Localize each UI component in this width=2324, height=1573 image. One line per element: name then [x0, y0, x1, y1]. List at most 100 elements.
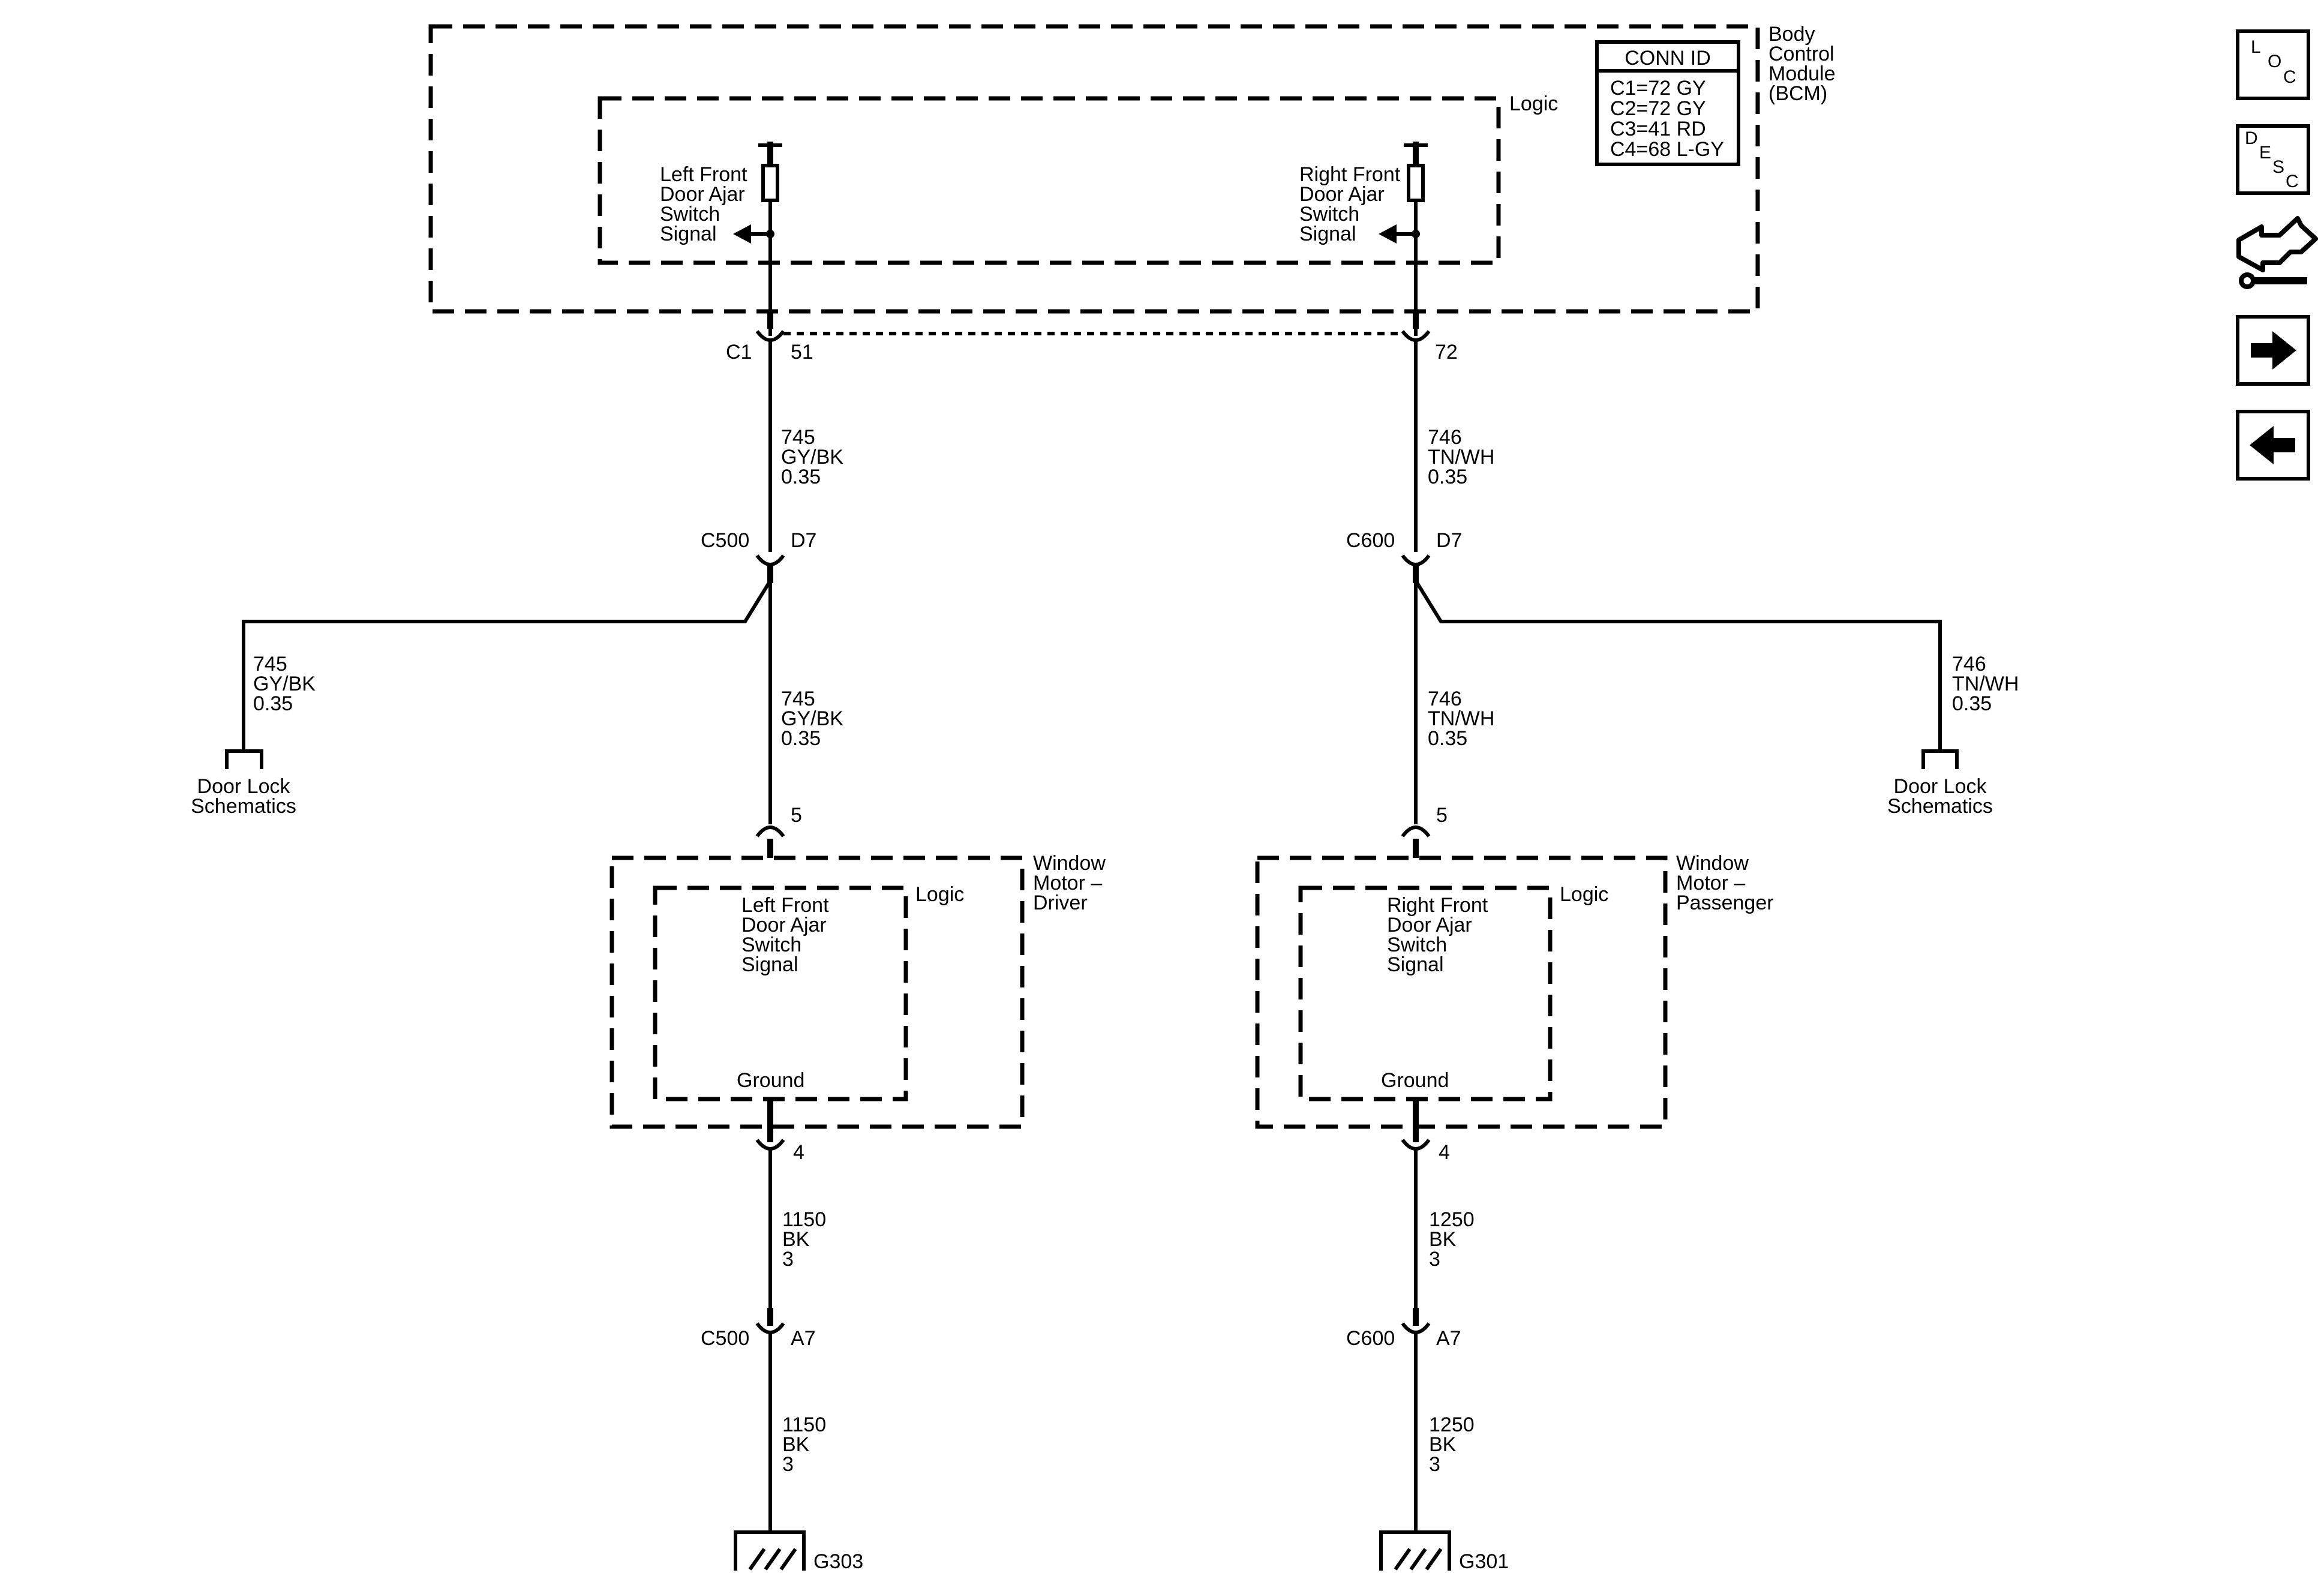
svg-text:Right Front: Right Front — [1299, 163, 1401, 186]
pin-label: 5 — [1436, 804, 1448, 827]
connector-label: C500 — [701, 529, 749, 552]
loc-button[interactable]: L O C — [2236, 29, 2310, 100]
desc-button[interactable]: D E S C — [2236, 124, 2310, 195]
ground-label: Ground — [737, 1069, 804, 1092]
svg-text:Left Front: Left Front — [660, 163, 747, 186]
svg-text:Body: Body — [1768, 23, 1815, 46]
wire-label: 0.35 — [1428, 727, 1467, 750]
ground-icon — [734, 1530, 806, 1571]
svg-text:Switch: Switch — [660, 203, 720, 226]
wire-label: TN/WH — [1952, 673, 2019, 695]
svg-text:D: D — [2245, 128, 2258, 148]
ground-label: Ground — [1381, 1069, 1449, 1092]
conn-id-table: CONN ID C1=72 GY C2=72 GY C3=41 RD C4=68… — [1595, 40, 1740, 166]
conn-id-entry: C2=72 GY — [1610, 97, 1706, 120]
wire-label: GY/BK — [781, 707, 843, 730]
svg-text:Signal: Signal — [1387, 953, 1444, 976]
bcm-right-circuit: Right Front Door Ajar Switch Signal — [1299, 142, 1428, 336]
conn-id-title: CONN ID — [1625, 47, 1711, 70]
svg-text:Signal: Signal — [660, 223, 717, 245]
svg-text:Door Ajar: Door Ajar — [1299, 183, 1385, 206]
pin-label: A7 — [791, 1327, 816, 1350]
svg-text:Switch: Switch — [1387, 933, 1447, 956]
svg-text:Switch: Switch — [1299, 203, 1359, 226]
wire-label: 0.35 — [1428, 466, 1467, 488]
ground-id: G303 — [813, 1550, 863, 1573]
svg-text:Passenger: Passenger — [1676, 891, 1774, 914]
wire-label: 3 — [782, 1248, 794, 1271]
wire-label: 3 — [1429, 1248, 1440, 1271]
connector-label: C1 — [726, 341, 752, 364]
svg-text:Motor –: Motor – — [1676, 872, 1745, 894]
previous-button[interactable] — [2236, 410, 2310, 481]
svg-text:Module: Module — [1768, 62, 1836, 85]
pin-label: 51 — [791, 341, 813, 364]
connector-label: C600 — [1346, 1327, 1395, 1350]
wire-label: 745 — [253, 653, 287, 676]
next-button[interactable] — [2236, 315, 2310, 386]
connector-label: C600 — [1346, 529, 1395, 552]
left-circuit-path: 745 GY/BK 0.35 C500 D7 745 GY/BK 0.35 Do… — [191, 338, 843, 858]
svg-text:Switch: Switch — [741, 933, 801, 956]
bcm-module-boundary — [428, 24, 1760, 314]
svg-text:Left Front: Left Front — [741, 894, 829, 917]
window-motor-driver: Window Motor – Driver Logic Left Front D… — [609, 852, 1106, 1142]
ground-id: G301 — [1459, 1550, 1509, 1573]
bcm-logic-boundary — [597, 96, 1501, 265]
pin-label: 72 — [1435, 341, 1458, 364]
motor-logic-label: Logic — [915, 883, 964, 906]
signal-arrow-icon — [733, 224, 751, 244]
troubleshoot-button[interactable] — [2236, 216, 2318, 289]
wire-label: 0.35 — [781, 466, 821, 488]
wire-label: 3 — [1429, 1453, 1440, 1476]
right-circuit-path: 746 TN/WH 0.35 C600 D7 746 TN/WH 0.35 Do… — [1346, 338, 2019, 858]
wire-label: 0.35 — [1952, 692, 1992, 715]
pin-label: A7 — [1436, 1327, 1461, 1350]
door-lock-ref: Door Lock — [1894, 775, 1987, 798]
svg-text:O: O — [2268, 52, 2281, 71]
wire-label: 746 — [1428, 688, 1462, 710]
wire-label: 746 — [1952, 653, 1986, 676]
wire-label: 745 — [781, 688, 815, 710]
wire-label: TN/WH — [1428, 707, 1494, 730]
wire-label: 0.35 — [781, 727, 821, 750]
door-lock-ref: Schematics — [1887, 795, 1993, 818]
door-lock-ref: Schematics — [191, 795, 296, 818]
wire-label: 745 — [781, 426, 815, 449]
wire-label: TN/WH — [1428, 446, 1494, 469]
wire-label: BK — [1429, 1228, 1457, 1251]
description-icon: D E S C — [2245, 128, 2299, 191]
bcm-module-name: Body Control Module (BCM) — [1768, 23, 1836, 105]
wire-label: GY/BK — [253, 673, 316, 695]
svg-text:L: L — [2251, 37, 2261, 57]
previous-arrow-icon — [2250, 426, 2295, 464]
svg-text:Right Front: Right Front — [1387, 894, 1488, 917]
svg-text:(BCM): (BCM) — [1768, 82, 1827, 105]
wire-label: BK — [1429, 1433, 1457, 1456]
svg-text:Door Ajar: Door Ajar — [741, 914, 827, 936]
conn-id-entry: C3=41 RD — [1610, 118, 1706, 140]
svg-text:Window: Window — [1676, 852, 1749, 875]
left-ground-path: 4 1150 BK 3 C500 A7 1150 BK 3 G303 — [701, 1139, 863, 1573]
next-arrow-icon — [2251, 331, 2296, 370]
window-motor-passenger: Window Motor – Passenger Logic Right Fro… — [1255, 852, 1774, 1142]
svg-text:C: C — [2286, 172, 2299, 191]
bcm-left-circuit: Left Front Door Ajar Switch Signal — [660, 142, 782, 336]
bcm-logic-label: Logic — [1509, 92, 1558, 115]
motor-logic-label: Logic — [1560, 883, 1608, 906]
conn-id-entry: C4=68 L-GY — [1610, 138, 1724, 161]
wire-label: 3 — [782, 1453, 794, 1476]
connector-label: C500 — [701, 1327, 749, 1350]
pin-label: D7 — [1436, 529, 1462, 552]
wire-label: BK — [782, 1228, 810, 1251]
wire-label: GY/BK — [781, 446, 843, 469]
pin-label: D7 — [791, 529, 816, 552]
signal-arrow-icon — [1379, 224, 1397, 244]
svg-text:Door Ajar: Door Ajar — [660, 183, 745, 206]
ground-icon — [1379, 1530, 1451, 1571]
svg-text:Driver: Driver — [1033, 891, 1088, 914]
svg-text:Motor –: Motor – — [1033, 872, 1102, 894]
wire-label: 1250 — [1429, 1208, 1475, 1231]
right-ground-path: 4 1250 BK 3 C600 A7 1250 BK 3 G301 — [1346, 1139, 1509, 1573]
